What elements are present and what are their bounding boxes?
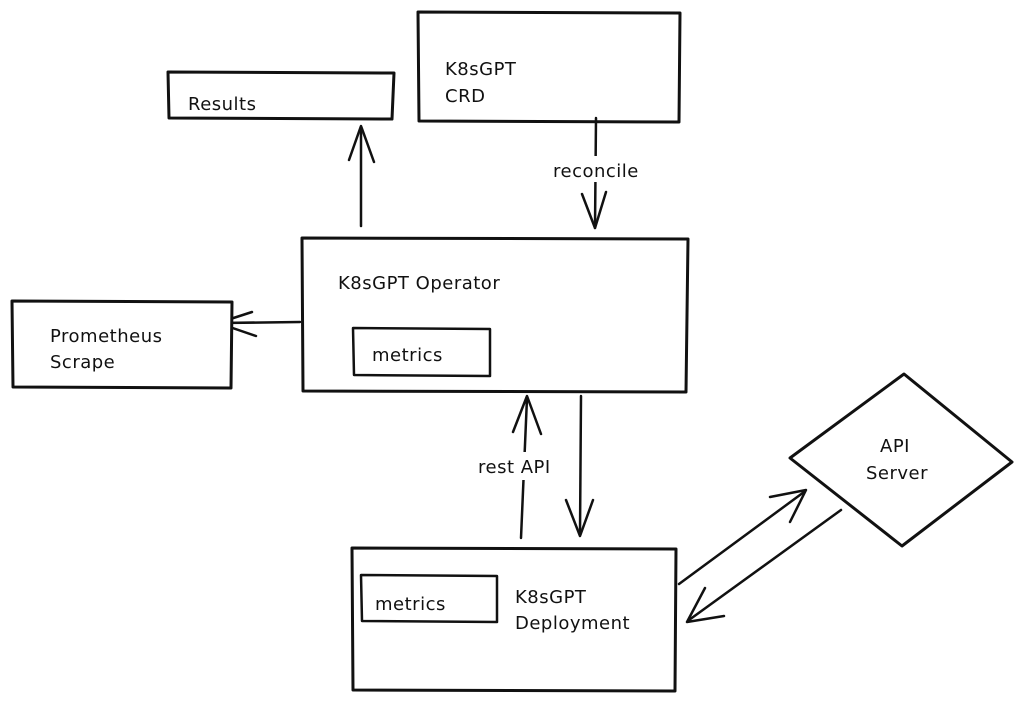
operator-metrics-box	[351, 326, 492, 378]
rest-api-label-bg	[474, 452, 572, 480]
prometheus-box	[10, 299, 234, 390]
prometheus-arrow-line	[218, 320, 302, 325]
deployment-metrics-box	[359, 573, 499, 624]
results-arrow-head	[347, 124, 376, 164]
crd-label-line1: K8sGPT	[445, 59, 517, 80]
api-server-label-line1: API	[880, 436, 910, 457]
api-request-arrow-line	[677, 490, 806, 586]
crd-node: K8sGPT CRD	[416, 10, 682, 124]
deployment-arrow-line	[578, 394, 583, 536]
rest-api-label: rest API	[478, 457, 551, 478]
prometheus-label-line2: Scrape	[50, 352, 115, 373]
deployment-node: metrics K8sGPT Deployment	[350, 546, 678, 693]
api-server-diamond	[788, 372, 1014, 548]
api-response-arrow-head	[685, 586, 726, 624]
results-label: Results	[188, 94, 257, 115]
results-box	[166, 70, 396, 121]
api-request-arrow-head	[768, 488, 808, 524]
api-server-node: API Server	[788, 372, 1014, 548]
deployment-label-line2: Deployment	[515, 613, 630, 634]
edge-operator-to-deployment	[564, 394, 595, 538]
api-response-arrow-line	[687, 508, 843, 622]
reconcile-label-bg	[550, 156, 640, 182]
crd-label-line2: CRD	[445, 86, 485, 107]
operator-label: K8sGPT Operator	[338, 273, 500, 294]
rest-api-arrow-head	[511, 394, 543, 436]
api-server-label-line2: Server	[866, 463, 928, 484]
edge-api-server-to-deployment	[685, 508, 843, 624]
reconcile-arrow-head	[580, 190, 608, 230]
edge-crd-to-operator: reconcile	[550, 116, 640, 230]
edge-deployment-to-api-server	[677, 488, 808, 586]
operator-node: K8sGPT Operator metrics	[300, 236, 690, 394]
edge-operator-to-results	[347, 124, 376, 228]
deployment-metrics-label: metrics	[375, 594, 446, 615]
crd-box	[416, 10, 682, 124]
prometheus-label-line1: Prometheus	[50, 326, 163, 347]
deployment-arrow-head	[564, 498, 595, 538]
results-node: Results	[166, 70, 396, 121]
edge-deployment-to-operator: rest API	[474, 394, 572, 540]
deployment-label-line1: K8sGPT	[515, 587, 587, 608]
prometheus-node: Prometheus Scrape	[10, 299, 234, 390]
reconcile-label: reconcile	[553, 161, 639, 182]
operator-metrics-label: metrics	[372, 345, 443, 366]
